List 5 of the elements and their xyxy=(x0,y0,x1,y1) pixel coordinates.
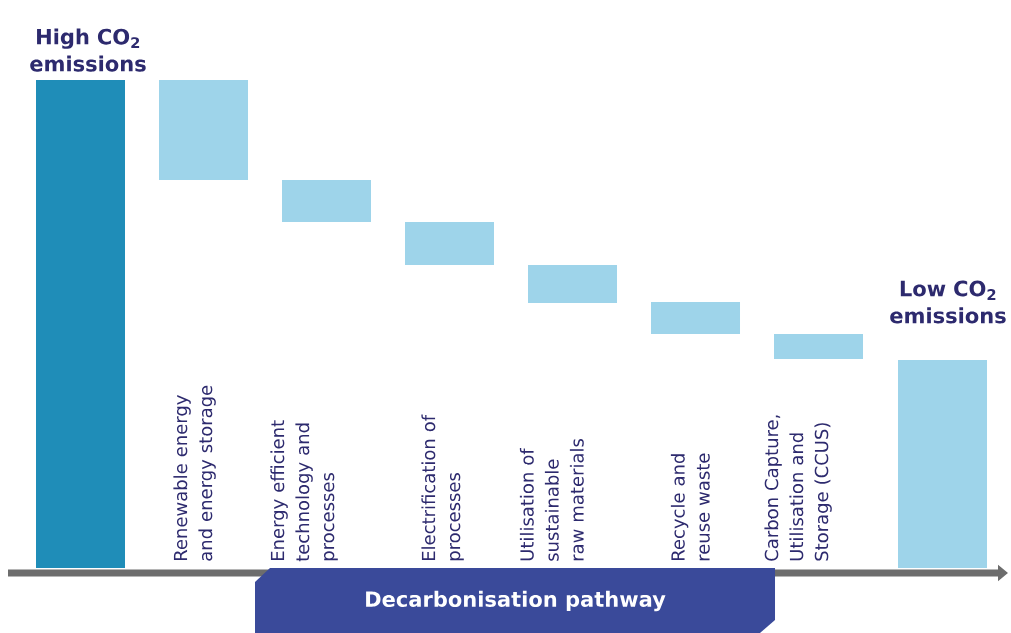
heading: Low CO$_{2}$ emissions xyxy=(890,280,1006,324)
category-label: Carbon Capture, Utilisation and Storage (CCUS) xyxy=(764,415,832,561)
category-label: Renewable energy and energy storage xyxy=(173,385,216,561)
heading: High CO$_{2}$ emissions xyxy=(30,28,146,72)
banner: Decarbonisation pathway xyxy=(255,568,775,633)
